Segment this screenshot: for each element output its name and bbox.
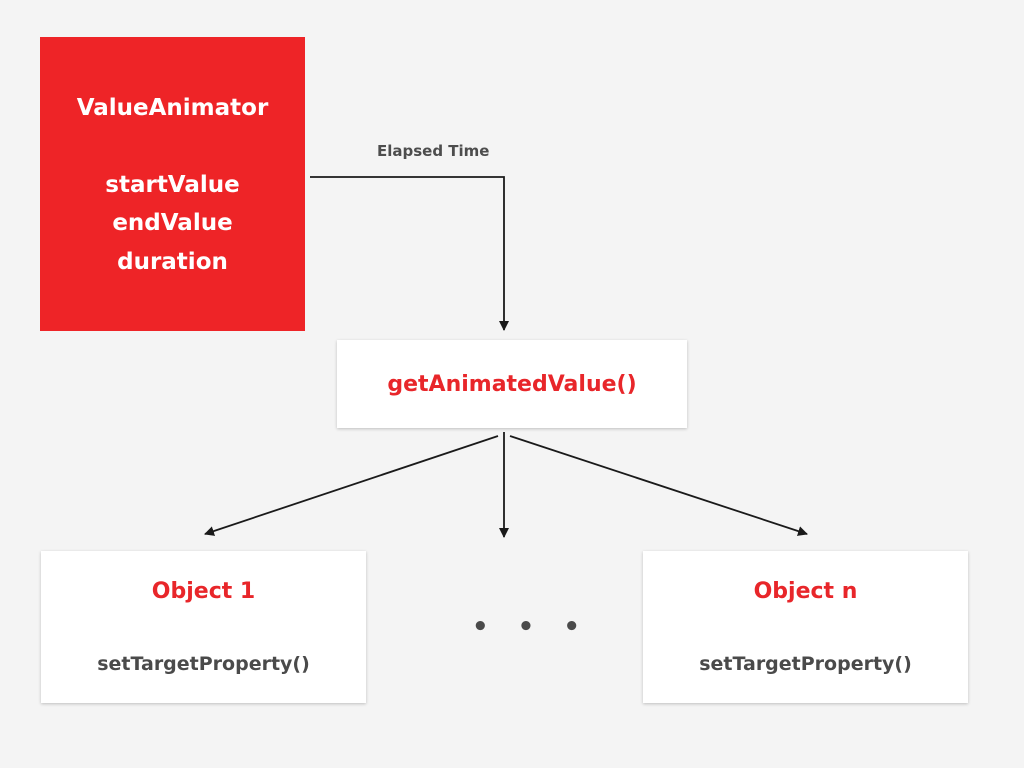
get-animated-value-label: getAnimatedValue(): [387, 371, 637, 397]
object-n-title: Object n: [753, 579, 858, 604]
elapsed-time-label: Elapsed Time: [377, 142, 490, 160]
duration-label: duration: [117, 249, 228, 275]
object-1-method: setTargetProperty(): [97, 653, 310, 675]
elapsed-time-arrow: [310, 176, 509, 331]
start-value-label: startValue: [105, 172, 240, 198]
end-value-label: endValue: [112, 210, 233, 236]
object-1-title: Object 1: [151, 579, 256, 604]
value-animator-box: ValueAnimator startValue endValue durati…: [40, 37, 305, 331]
object-n-method: setTargetProperty(): [699, 653, 912, 675]
arrow-to-object-1: [204, 435, 499, 536]
ellipsis-dots: • • •: [472, 612, 590, 642]
get-animated-value-box: getAnimatedValue(): [337, 340, 687, 428]
arrow-to-object-n: [509, 435, 808, 536]
object-1-box: Object 1 setTargetProperty(): [41, 551, 366, 703]
object-n-box: Object n setTargetProperty(): [643, 551, 968, 703]
value-animator-title: ValueAnimator: [76, 95, 269, 121]
